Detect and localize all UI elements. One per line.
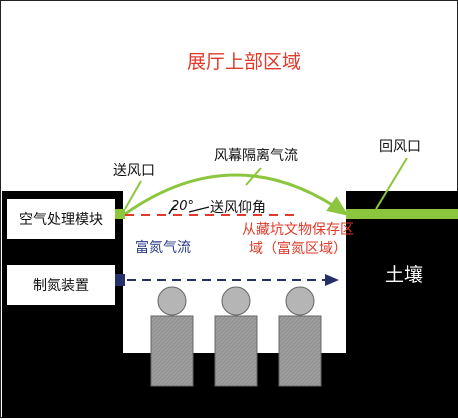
air-curtain-label: 风幕隔离气流 xyxy=(214,148,298,164)
angle-arc xyxy=(168,204,177,215)
nitrogen-flow-label: 富氮气流 xyxy=(135,240,191,256)
curtain-pointer xyxy=(245,167,262,186)
angle-pointer xyxy=(188,206,210,213)
return-outlet-label: 回风口 xyxy=(379,139,421,155)
pit-region-line-1: 从藏坑文物保存区 xyxy=(242,222,354,238)
supply-angle-label: 送风仰角 xyxy=(210,200,266,216)
pit-region-label: 从藏坑文物保存区 域（富氮区域） xyxy=(242,221,354,259)
air-handling-module: 空气处理模块 xyxy=(7,199,115,239)
figure-2 xyxy=(214,286,258,387)
return-duct xyxy=(346,209,458,219)
pit-region-line-2: 域（富氮区域） xyxy=(249,241,347,257)
upper-region-label: 展厅上部区域 xyxy=(187,51,302,73)
nitrogen-generator: 制氮装置 xyxy=(7,265,115,305)
nitrogen-outlet xyxy=(115,274,125,286)
air-curtain-arc xyxy=(124,173,349,216)
air-handling-module-label: 空气处理模块 xyxy=(19,212,103,228)
angle-value-label: 20° xyxy=(171,199,195,214)
figure-3 xyxy=(278,286,322,387)
return-pointer xyxy=(375,157,408,210)
supply-duct xyxy=(113,209,125,219)
inlet-pointer xyxy=(124,180,142,210)
nitrogen-generator-label: 制氮装置 xyxy=(33,278,89,294)
figure-1 xyxy=(150,286,194,387)
soil-region xyxy=(2,191,458,418)
soil-label: 土壤 xyxy=(385,264,424,286)
supply-outlet-label: 送风口 xyxy=(113,163,155,179)
